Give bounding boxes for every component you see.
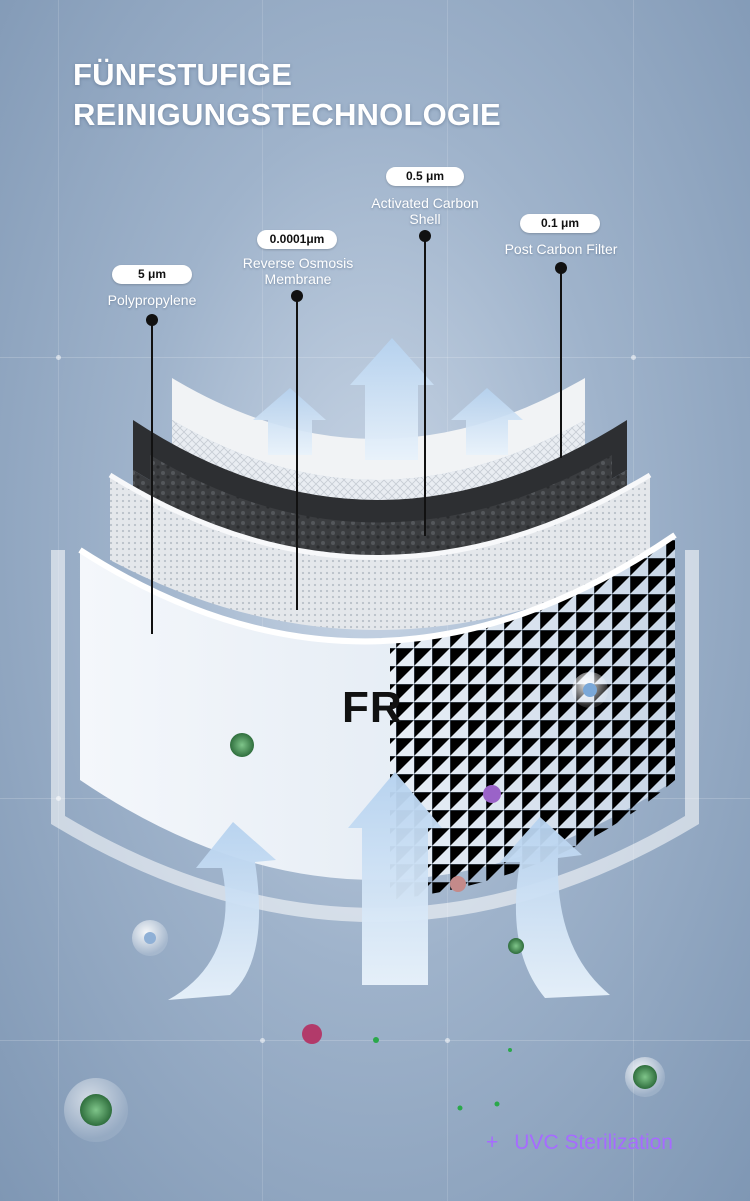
- grid-dot: [445, 1038, 450, 1043]
- bacteria-icon: [64, 672, 665, 1142]
- pointer-line: [560, 268, 562, 458]
- pointer-line: [424, 236, 426, 536]
- plus-icon: +: [486, 1131, 499, 1154]
- title-line-2: REINIGUNGSTECHNOLOGIE: [73, 97, 501, 132]
- page-title: FÜNFSTUFIGE REINIGUNGSTECHNOLOGIE: [73, 55, 501, 135]
- size-badge-polypropylene: 5 μm: [112, 265, 192, 284]
- title-line-1: FÜNFSTUFIGE: [73, 57, 293, 92]
- label-line: Post Carbon Filter: [504, 241, 618, 257]
- size-badge-reverse-osmosis: 0.0001μm: [257, 230, 337, 249]
- label-line: Shell: [409, 211, 441, 227]
- grid-dot: [56, 355, 61, 360]
- label-line: Activated Carbon: [371, 195, 479, 211]
- grid-dot: [260, 1038, 265, 1043]
- airflow-arrow-icon: [168, 772, 610, 1000]
- label-line: Polypropylene: [107, 292, 197, 308]
- airflow-arrow-icon: [253, 338, 523, 460]
- label-reverse-osmosis: Reverse Osmosis Membrane: [218, 255, 378, 287]
- label-polypropylene: Polypropylene: [82, 292, 222, 308]
- size-badge-activated-carbon: 0.5 μm: [386, 167, 464, 186]
- size-badge-post-carbon: 0.1 μm: [520, 214, 600, 233]
- label-activated-carbon: Activated Carbon Shell: [345, 195, 505, 227]
- label-line: Reverse Osmosis: [242, 255, 354, 271]
- pointer-line: [151, 320, 153, 634]
- fr-mark: FR: [342, 683, 403, 732]
- grid-dot: [631, 355, 636, 360]
- uvc-feature: + UVC Sterilization: [486, 1131, 673, 1155]
- pointer-line: [296, 296, 298, 610]
- label-line: Membrane: [264, 271, 332, 287]
- uvc-label: UVC Sterilization: [514, 1131, 673, 1154]
- label-post-carbon: Post Carbon Filter: [486, 241, 636, 257]
